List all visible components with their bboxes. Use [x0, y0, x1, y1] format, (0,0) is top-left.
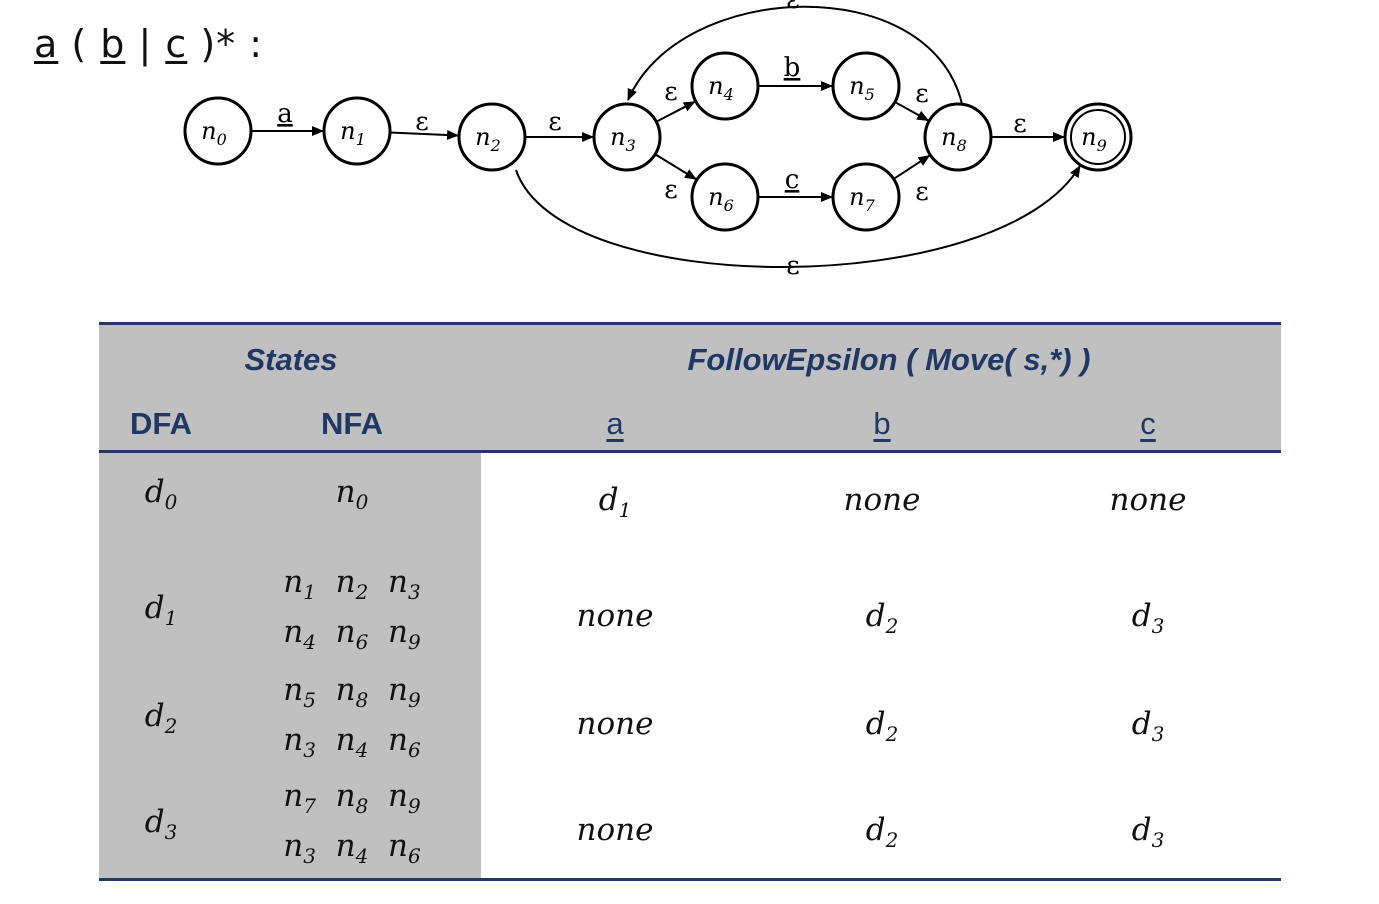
transition-label: ε: [664, 77, 677, 107]
state-label: n0: [201, 117, 227, 149]
cell-move-b: d2: [865, 812, 899, 853]
table-header: [99, 322, 1281, 453]
state-label: n3: [610, 123, 636, 155]
cell-dfa: d0: [144, 474, 178, 515]
cell-move-c: d3: [1131, 706, 1165, 747]
regex-part: a: [34, 22, 59, 66]
state-label: n5: [849, 72, 875, 104]
regex-part: c: [165, 22, 188, 66]
states-column-shade: [99, 453, 481, 879]
state-n9: n9: [1063, 102, 1133, 172]
transition-label: b: [784, 53, 801, 83]
state-label: n6: [708, 183, 734, 215]
nfa-states: n0 n1 n2 n3 n4 n5 n6 n7 n8 n9: [183, 51, 1133, 232]
dfa-construction-table: States FollowEpsilon ( Move( s,*) ) DFA …: [99, 322, 1281, 882]
transition-n3-n6: [654, 153, 697, 181]
transition-label: a: [277, 99, 293, 129]
transition-label: ε: [415, 107, 428, 137]
header-follow-epsilon: FollowEpsilon ( Move( s,*) ): [687, 342, 1091, 377]
transition-label: ε: [1013, 109, 1026, 139]
regex-part: |: [125, 22, 166, 66]
cell-move-c: d3: [1131, 598, 1165, 639]
cell-dfa: d3: [144, 804, 178, 845]
regex-part: b: [100, 22, 126, 66]
header-states: States: [244, 342, 338, 377]
regex-part: (: [58, 22, 101, 66]
cell-move-a: none: [576, 598, 654, 634]
state-label: n7: [849, 183, 875, 215]
cell-dfa: d1: [144, 590, 178, 631]
cell-move-a: d1: [598, 482, 632, 523]
nfa-diagram: a ε ε ε ε b c ε ε ε ε ε n0 n1 n2 n3 n4 n5 n6 n7 n8 n9: [183, 0, 1133, 281]
transition-label: ε: [786, 251, 799, 281]
transition-n2-n9: [515, 165, 1081, 268]
cell-move-a: none: [576, 706, 654, 742]
header-c: c: [1140, 406, 1156, 441]
cell-dfa: d2: [144, 698, 178, 739]
transition-label: ε: [664, 175, 677, 205]
state-label: n2: [475, 123, 501, 155]
header-b: b: [873, 406, 891, 441]
cell-move-b: none: [843, 482, 921, 518]
state-n7: n7: [831, 162, 901, 232]
cell-move-a: none: [576, 812, 654, 848]
header-dfa: DFA: [130, 406, 192, 441]
transition-label: ε: [915, 79, 928, 109]
header-a: a: [606, 406, 624, 441]
cell-move-b: d2: [865, 706, 899, 747]
transition-label: c: [785, 165, 800, 195]
state-n2: n2: [457, 102, 527, 172]
state-n8: n8: [923, 102, 993, 172]
state-n6: n6: [690, 162, 760, 232]
transition-n1-n2: [389, 130, 460, 140]
transition-label: ε: [915, 177, 928, 207]
state-label: n8: [941, 123, 967, 155]
nfa-edges: a ε ε ε ε b c ε ε ε ε ε: [251, 0, 1081, 281]
state-n3: n3: [592, 102, 662, 172]
regex-title: a ( b | c )* :: [34, 22, 263, 66]
cell-move-c: none: [1109, 482, 1187, 518]
cell-nfa: n0: [335, 474, 369, 515]
transition-n5-n8: [894, 101, 930, 122]
cell-move-b: d2: [865, 598, 899, 639]
transition-n8-n3: [627, 5, 963, 105]
regex-part: )* :: [187, 22, 264, 66]
transition-label: ε: [548, 107, 561, 137]
header-nfa: NFA: [321, 406, 383, 441]
state-label: n1: [340, 117, 366, 149]
state-n5: n5: [831, 51, 901, 121]
transition-n7-n8: [893, 154, 931, 180]
state-n0: n0: [183, 96, 253, 166]
state-label: n9: [1081, 123, 1107, 155]
state-label: n4: [708, 72, 734, 104]
table-bottom-rule: [99, 878, 1281, 881]
state-n4: n4: [690, 51, 760, 121]
cell-move-c: d3: [1131, 812, 1165, 853]
transition-n3-n4: [655, 100, 696, 123]
state-n1: n1: [322, 96, 392, 166]
transition-label: ε: [786, 0, 799, 15]
